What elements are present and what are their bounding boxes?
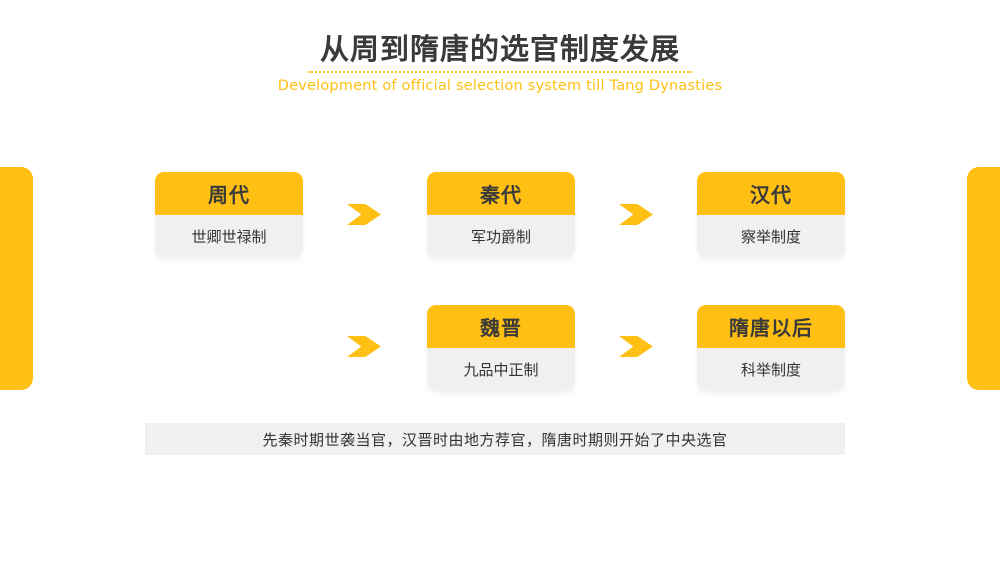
era-label: 汉代 bbox=[697, 172, 845, 215]
flow-box-zhou: 周代 世卿世禄制 bbox=[155, 172, 303, 258]
chevron-right-icon bbox=[347, 204, 381, 225]
system-label: 九品中正制 bbox=[427, 348, 575, 391]
summary-bar: 先秦时期世袭当官，汉晋时由地方荐官，隋唐时期则开始了中央选官 bbox=[145, 423, 845, 455]
era-label: 魏晋 bbox=[427, 305, 575, 348]
flow-box-han: 汉代 察举制度 bbox=[697, 172, 845, 258]
system-label: 科举制度 bbox=[697, 348, 845, 391]
flow-box-suitang: 隋唐以后 科举制度 bbox=[697, 305, 845, 391]
right-accent-bar bbox=[967, 167, 1000, 390]
title-dotted-divider bbox=[308, 71, 692, 73]
chevron-right-icon bbox=[619, 204, 653, 225]
era-label: 秦代 bbox=[427, 172, 575, 215]
era-label: 隋唐以后 bbox=[697, 305, 845, 348]
system-label: 军功爵制 bbox=[427, 215, 575, 258]
left-accent-bar bbox=[0, 167, 33, 390]
chevron-right-icon bbox=[347, 336, 381, 357]
page-title: 从周到隋唐的选官制度发展 bbox=[319, 32, 680, 66]
chevron-right-icon bbox=[619, 336, 653, 357]
era-label: 周代 bbox=[155, 172, 303, 215]
system-label: 察举制度 bbox=[697, 215, 845, 258]
summary-text: 先秦时期世袭当官，汉晋时由地方荐官，隋唐时期则开始了中央选官 bbox=[262, 430, 728, 449]
flow-box-weijin: 魏晋 九品中正制 bbox=[427, 305, 575, 391]
system-label: 世卿世禄制 bbox=[155, 215, 303, 258]
flow-box-qin: 秦代 军功爵制 bbox=[427, 172, 575, 258]
page-subtitle: Development of official selection system… bbox=[277, 78, 723, 94]
